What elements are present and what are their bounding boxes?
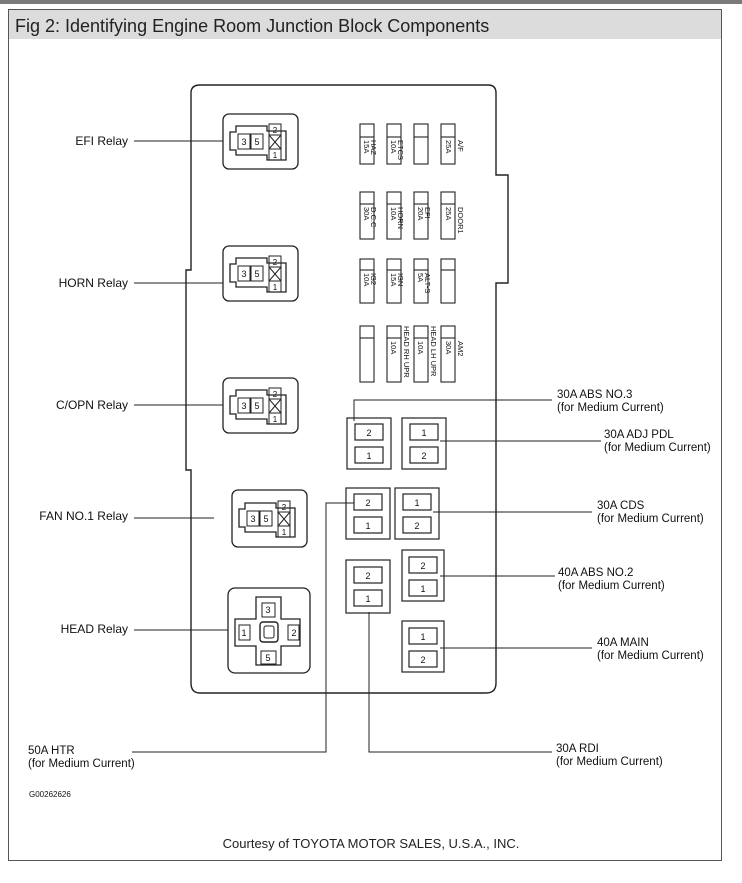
- link-label: 30A ADJ PDL: [604, 429, 674, 441]
- link-pin: 2: [420, 561, 425, 571]
- link-pin: 1: [365, 594, 370, 604]
- link-label: 30A CDS: [597, 500, 645, 512]
- relay-pin: 5: [265, 653, 270, 663]
- efi-relay: [222, 113, 299, 170]
- c-opn-relay: [222, 377, 299, 434]
- relay-pin: 3: [250, 514, 255, 524]
- relay-pin: 1: [241, 628, 246, 638]
- fuse-name: HEAD RH UPR: [402, 326, 411, 378]
- head-relay: [227, 587, 311, 674]
- link-label: 30A RDI: [556, 743, 599, 755]
- fuse-amp: 10A: [389, 140, 398, 153]
- link-pin: 2: [421, 451, 426, 461]
- relay-pin: 3: [241, 269, 246, 279]
- link-label: 50A HTR: [28, 745, 75, 757]
- link-pin: 2: [365, 498, 370, 508]
- fuse-name: A/F: [456, 140, 465, 152]
- link-note: (for Medium Current): [604, 442, 711, 454]
- relay-pin: 5: [254, 269, 259, 279]
- fusible-link-abs-no3: [346, 417, 392, 470]
- link-note: (for Medium Current): [556, 756, 663, 768]
- link-pin: 1: [421, 428, 426, 438]
- link-pin: 2: [414, 521, 419, 531]
- fuse-name: IGN: [396, 273, 405, 286]
- fuse-amp: 10A: [362, 273, 371, 286]
- relay-pin: 3: [241, 137, 246, 147]
- link-pin: 1: [420, 584, 425, 594]
- relay-pin: 5: [263, 514, 268, 524]
- link-label: 40A ABS NO.2: [558, 567, 633, 579]
- fusible-link-cds: [394, 487, 440, 540]
- fuse-amp: 30A: [362, 207, 371, 220]
- fuse-amp: 20A: [416, 207, 425, 220]
- fuse-amp: 10A: [389, 341, 398, 354]
- fuse-amp: 25A: [444, 207, 453, 220]
- link-pin: 1: [414, 498, 419, 508]
- relay-pin: 2: [282, 503, 287, 512]
- link-note: (for Medium Current): [597, 513, 704, 525]
- fan-no1-relay: [231, 489, 308, 548]
- link-pin: 2: [366, 428, 371, 438]
- figure-code: G00262626: [29, 790, 71, 799]
- leader-lines-right: [132, 399, 601, 753]
- fuse-grid: [359, 123, 456, 383]
- fusible-link-htr: [345, 487, 391, 540]
- link-pin: 1: [420, 632, 425, 642]
- fuse-amp: 25A: [444, 140, 453, 153]
- fuse-name: DOOR1: [456, 207, 465, 234]
- relay-pin: 2: [273, 390, 278, 399]
- horn-relay: [222, 245, 299, 302]
- link-note: (for Medium Current): [557, 402, 664, 414]
- junction-block-outline: [185, 84, 509, 694]
- top-border: [0, 0, 742, 4]
- link-pin: 1: [365, 521, 370, 531]
- figure-caption: Fig 2: Identifying Engine Room Junction …: [9, 10, 721, 39]
- fuse-amp: 10A: [389, 207, 398, 220]
- fuse-amp: 15A: [362, 140, 371, 153]
- link-label: 30A ABS NO.3: [557, 389, 632, 401]
- link-note: (for Medium Current): [28, 758, 135, 770]
- relay-pin: 1: [273, 151, 278, 160]
- relay-pin: 3: [241, 401, 246, 411]
- link-pin: 2: [420, 655, 425, 665]
- fuse-name: EFI: [423, 207, 432, 219]
- link-note: (for Medium Current): [597, 650, 704, 662]
- fuse-name: HORN: [396, 207, 405, 229]
- relay-pin: 3: [265, 605, 270, 615]
- relay-pin: 2: [291, 628, 296, 638]
- fuse-amp: 30A: [444, 341, 453, 354]
- relay-label: EFI Relay: [75, 134, 128, 148]
- relay-pin: 1: [273, 283, 278, 292]
- figure-frame: [8, 9, 722, 861]
- fuse-name: AM2: [456, 341, 465, 356]
- link-pin: 2: [365, 571, 370, 581]
- relay-pin: 5: [254, 137, 259, 147]
- fuse-name: D.C.C: [369, 207, 378, 228]
- relay-label: HORN Relay: [59, 276, 128, 290]
- relay-pin: 5: [254, 401, 259, 411]
- fusible-link-main: [401, 620, 445, 673]
- link-label: 40A MAIN: [597, 637, 649, 649]
- relay-label: C/OPN Relay: [56, 398, 128, 412]
- fusible-link-rdi: [345, 559, 391, 614]
- link-note: (for Medium Current): [558, 580, 665, 592]
- relay-label: HEAD Relay: [61, 622, 128, 636]
- fuse-amp: 15A: [389, 273, 398, 286]
- courtesy-credit: Courtesy of TOYOTA MOTOR SALES, U.S.A., …: [222, 836, 520, 851]
- fuse-name: ALT-S: [423, 273, 432, 293]
- fuse-name: HEAD LH UPR: [429, 326, 438, 377]
- relay-pin: 2: [273, 126, 278, 135]
- relay-pin: 1: [282, 528, 287, 537]
- link-pin: 1: [366, 451, 371, 461]
- fuse-name: ETCS: [396, 140, 405, 160]
- fuse-amp: 10A: [416, 341, 425, 354]
- fuse-name: HAZ: [369, 140, 378, 155]
- relay-pin: 2: [273, 258, 278, 267]
- fuse-amp: 5A: [416, 273, 425, 282]
- fuse-name: IG2: [369, 273, 378, 285]
- relay-pin: 1: [273, 415, 278, 424]
- relay-label: FAN NO.1 Relay: [39, 509, 128, 523]
- fusible-link-adj-pdl: [401, 417, 447, 470]
